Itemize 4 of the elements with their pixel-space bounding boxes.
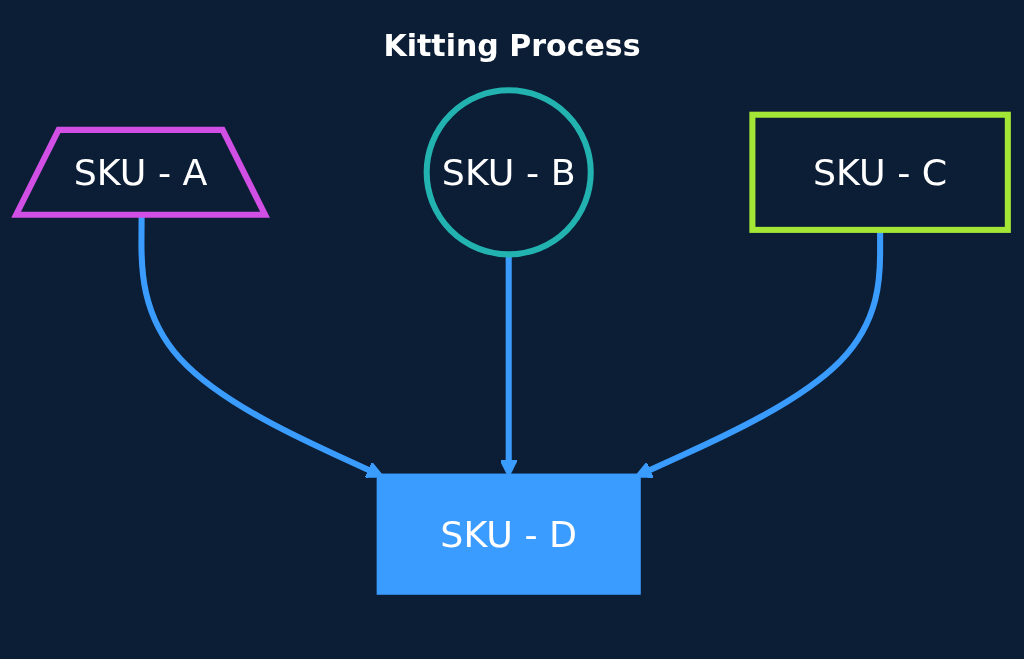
diagram-title: Kitting Process — [382, 28, 642, 63]
node-box: SKU - D — [376, 473, 641, 595]
node-box: SKU - C — [749, 111, 1011, 233]
node-circle: SKU - B — [423, 87, 594, 258]
